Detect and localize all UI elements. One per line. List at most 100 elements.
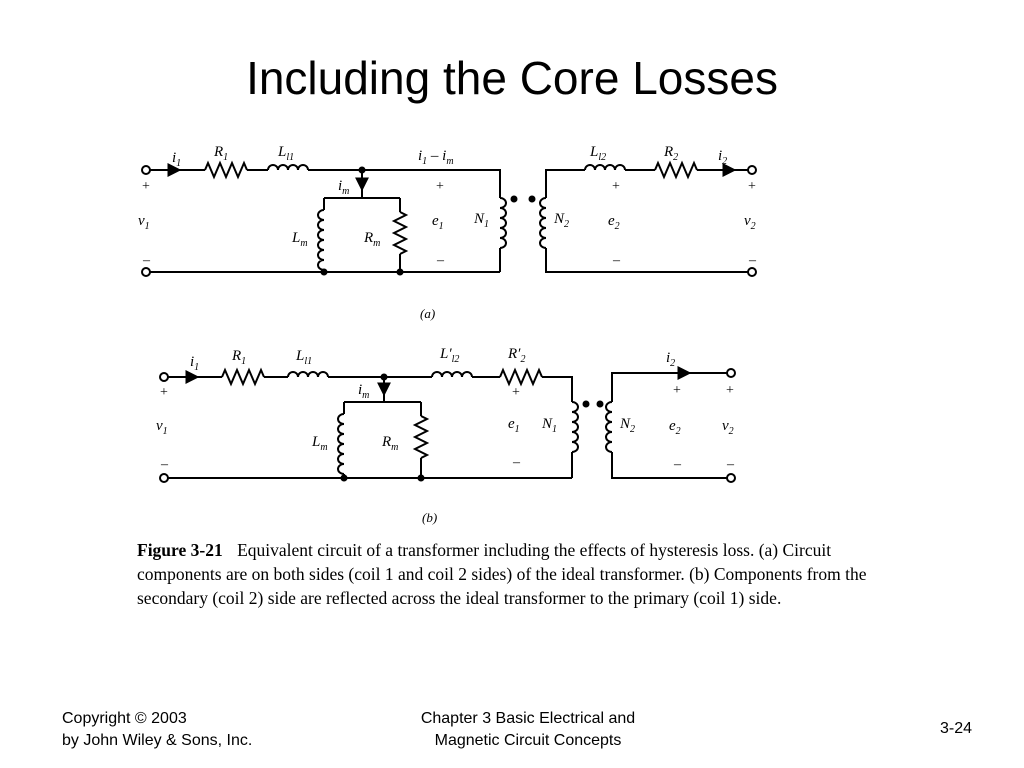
terminal-b-v2-bottom [726, 473, 736, 483]
label-b-i2: i2 [666, 350, 675, 369]
dot-b-secondary [596, 400, 604, 408]
wire-a-n2-top [545, 169, 585, 198]
label-a-v2-minus: – [748, 253, 757, 268]
label-b-v1-plus: + [160, 385, 168, 400]
inductor-b-Lm [337, 413, 345, 475]
label-a-v1-minus: – [142, 253, 151, 268]
label-b-e2-plus: + [673, 383, 681, 398]
label-a-e1: e1 [432, 213, 444, 232]
label-b-e1-plus: + [512, 385, 520, 400]
label-a-v2-plus: + [748, 179, 756, 194]
label-a-i2: i2 [718, 148, 727, 167]
resistor-a-R1 [204, 160, 248, 180]
junction-b-top [380, 373, 388, 381]
label-b-Rp2: R′2 [507, 346, 525, 365]
resistor-b-R1 [221, 367, 265, 387]
label-b-e2: e2 [669, 418, 681, 437]
terminal-a-v1-top [141, 165, 151, 175]
resistor-a-Rm [391, 211, 409, 255]
terminal-b-v1-top [159, 372, 169, 382]
label-b-i1: i1 [190, 354, 199, 373]
label-b-N1: N1 [541, 416, 557, 435]
label-a-R1: R1 [213, 144, 228, 163]
panel-label-a: (a) [420, 306, 435, 321]
junction-a-top [358, 166, 366, 174]
label-a-Rm: Rm [363, 230, 380, 249]
terminal-a-v2-bottom [747, 267, 757, 277]
label-a-N1: N1 [473, 211, 489, 230]
footer-copyright: Copyright © 2003 by John Wiley & Sons, I… [62, 708, 362, 752]
circuit-a [141, 160, 757, 277]
label-b-v1: v1 [156, 418, 168, 437]
junction-a-lm [320, 268, 328, 276]
slide-title: Including the Core Losses [246, 52, 778, 104]
labels-b: i1 R1 Ll1 L′l2 R′2 im Lm Rm + e1 – N1 N2… [156, 346, 735, 525]
label-a-i1: i1 [172, 150, 181, 169]
label-b-v2-plus: + [726, 383, 734, 398]
figure-3-21: i1 R1 Ll1 i1 – im im Lm Rm + e1 – N1 N2 … [120, 132, 920, 532]
label-a-Ll2: Ll2 [589, 144, 606, 163]
label-b-v2: v2 [722, 418, 734, 437]
label-a-e2: e2 [608, 213, 620, 232]
label-b-e1-minus: – [512, 455, 521, 470]
label-a-v1: v1 [138, 213, 150, 232]
inductor-b-Ll1 [287, 371, 329, 378]
label-b-e2-minus: – [673, 457, 682, 472]
label-a-im: im [338, 178, 349, 197]
label-a-v1-plus: + [142, 179, 150, 194]
dot-b-primary [582, 400, 590, 408]
coil-a-N1 [499, 197, 507, 249]
dot-a-primary [510, 195, 518, 203]
junction-b-lm [340, 474, 348, 482]
junctions-b [340, 373, 604, 482]
figure-number: Figure 3-21 [137, 540, 223, 560]
junctions-a [320, 166, 536, 276]
labels-a: i1 R1 Ll1 i1 – im im Lm Rm + e1 – N1 N2 … [138, 144, 757, 321]
label-a-i1-minus-im: i1 – im [418, 148, 454, 167]
circuit-b [159, 366, 736, 483]
label-a-e2-minus: – [612, 253, 621, 268]
inductor-a-Ll2 [584, 164, 626, 171]
panel-label-b: (b) [422, 510, 437, 525]
label-b-im: im [358, 382, 369, 401]
label-a-Lm: Lm [291, 230, 308, 249]
wire-b-top-right [542, 376, 573, 402]
dot-a-secondary [528, 195, 536, 203]
label-b-e1: e1 [508, 416, 520, 435]
wire-b-n2-top [611, 372, 727, 402]
footer-chapter: Chapter 3 Basic Electrical and Magnetic … [378, 708, 678, 752]
coil-b-N1 [571, 401, 579, 453]
label-a-R2: R2 [663, 144, 678, 163]
inductor-a-Ll1 [267, 164, 309, 171]
terminal-a-v1-bottom [141, 267, 151, 277]
label-b-Lm: Lm [311, 434, 328, 453]
coil-a-N2 [539, 197, 547, 249]
circuit-diagrams: i1 R1 Ll1 i1 – im im Lm Rm + e1 – N1 N2 … [138, 144, 757, 525]
label-a-e1-minus: – [436, 253, 445, 268]
resistor-a-R2 [654, 160, 698, 180]
label-a-e2-plus: + [612, 179, 620, 194]
label-b-v1-minus: – [160, 457, 169, 472]
copyright-line-1: Copyright © 2003 [62, 710, 187, 727]
terminal-b-v2-top [726, 368, 736, 378]
inductor-b-Lpl2 [431, 371, 473, 378]
label-a-N2: N2 [553, 211, 569, 230]
resistor-b-Rm [412, 415, 430, 459]
label-a-v2: v2 [744, 213, 756, 232]
label-b-v2-minus: – [726, 457, 735, 472]
page-number: 3-24 [939, 720, 972, 737]
junction-a-rm [396, 268, 404, 276]
label-b-R1: R1 [231, 348, 246, 367]
label-b-Rm: Rm [381, 434, 398, 453]
figure-caption-text: Equivalent circuit of a transformer incl… [137, 540, 867, 608]
label-b-N2: N2 [619, 416, 635, 435]
resistor-b-Rp2 [499, 367, 543, 387]
chapter-line-2: Magnetic Circuit Concepts [434, 732, 622, 749]
coil-b-N2 [605, 401, 613, 453]
junction-b-rm [417, 474, 425, 482]
label-b-Ll1: Ll1 [295, 348, 312, 367]
wire-b-n2-bottom [611, 452, 727, 479]
figure-caption: Figure 3-21 Equivalent circuit of a tran… [137, 538, 917, 610]
label-b-Lpl2: L′l2 [439, 346, 459, 365]
terminal-b-v1-bottom [159, 473, 169, 483]
